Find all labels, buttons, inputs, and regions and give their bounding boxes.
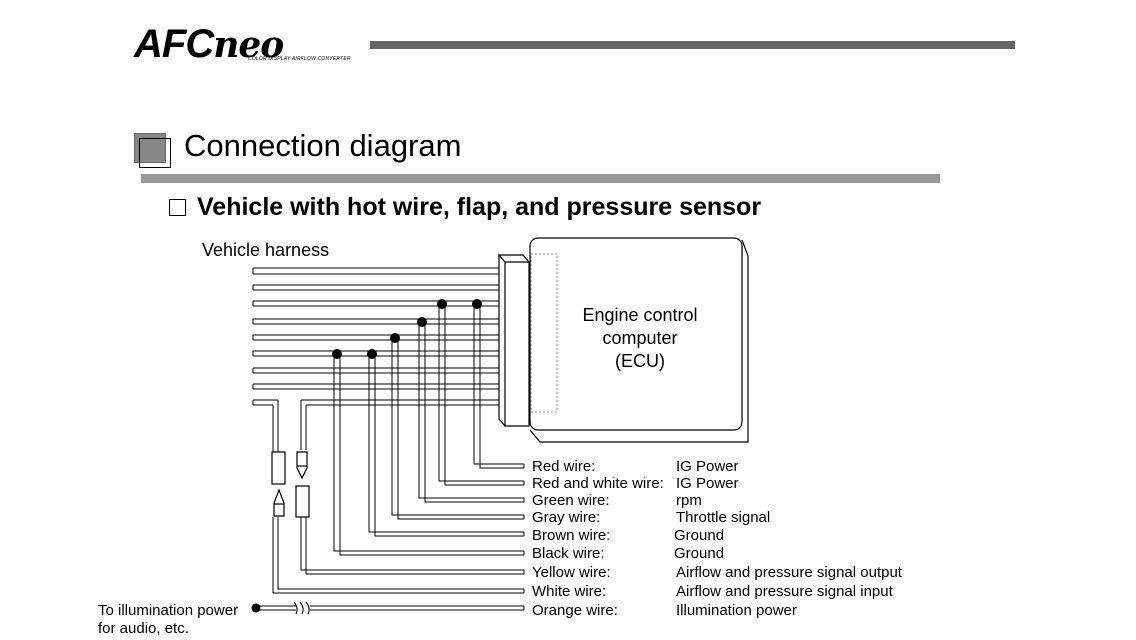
wire-function: rpm: [676, 492, 702, 509]
subsection-title: Vehicle with hot wire, flap, and pressur…: [197, 193, 762, 221]
harness-wires: [252, 267, 499, 452]
wire-function: IG Power: [676, 458, 739, 475]
wire-function: Illumination power: [676, 602, 797, 619]
logo-subtitle: COLOR DISPLAY AIRFLOW CONVERTER: [248, 56, 351, 62]
ecu-label-line: (ECU): [615, 351, 665, 371]
wire-name: Red and white wire:: [532, 475, 664, 492]
tap-wires: [256, 304, 525, 615]
wire-function: Ground: [674, 527, 725, 544]
wire-function: IG Power: [676, 475, 739, 492]
section-square-outline-icon: [139, 138, 171, 168]
ecu-box: [529, 237, 749, 443]
wire-name: White wire:: [532, 583, 607, 600]
wire-name: Brown wire:: [532, 527, 611, 544]
ecu-label-line: computer: [602, 328, 678, 348]
illumination-label-line: To illumination power: [98, 602, 239, 619]
afc-neo-logo: AFCneo: [134, 22, 284, 66]
split-connectors: [271, 451, 310, 518]
section-rule: [141, 174, 940, 183]
ecu-label: Engine control computer (ECU): [560, 304, 720, 373]
wire-name: Green wire:: [532, 492, 610, 509]
wire-function: Throttle signal: [676, 509, 771, 526]
logo-main-text: AFC: [134, 22, 214, 66]
splice-dots: [251, 299, 482, 613]
wire-name: Black wire:: [532, 545, 605, 562]
wire-name: Orange wire:: [532, 602, 618, 619]
wire-function: Airflow and pressure signal input: [676, 583, 893, 600]
section-title: Connection diagram: [184, 128, 462, 163]
wire-function: Airflow and pressure signal output: [676, 564, 902, 581]
illumination-label: To illumination power for audio, etc.: [98, 602, 238, 638]
ecu-label-line: Engine control: [582, 305, 698, 325]
wire-name: Gray wire:: [532, 509, 601, 526]
wire-function: Ground: [674, 545, 725, 562]
logo-accent-text: neo: [213, 24, 284, 66]
wire-name: Yellow wire:: [532, 564, 611, 581]
vehicle-harness-label: Vehicle harness: [202, 240, 330, 260]
illumination-label-line: for audio, etc.: [98, 620, 189, 637]
subsection-checkbox-icon: [169, 199, 186, 216]
ecu-connector-socket: [530, 253, 558, 413]
header-rule: [370, 41, 1015, 49]
wire-name: Red wire:: [532, 458, 596, 475]
ecu-connector: [498, 253, 530, 427]
